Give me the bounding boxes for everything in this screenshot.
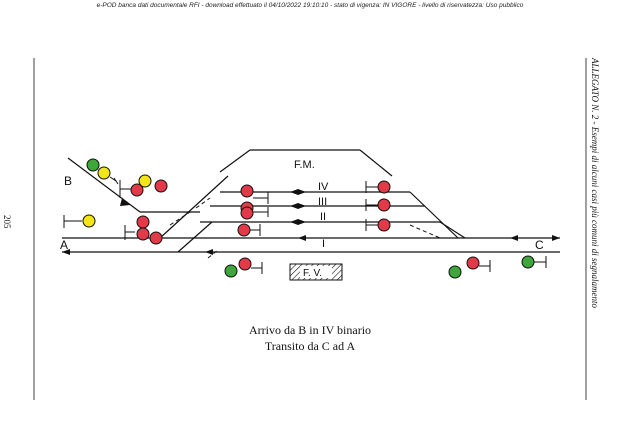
signal-b-home [119,174,168,198]
label-track-iii: III [318,196,327,208]
label-track-i: I [322,238,325,250]
diagonal-left-lower [177,221,213,253]
signal-a-home-cluster [124,215,163,245]
diagonal-left-upper [159,175,229,239]
label-station-b: B [64,174,72,188]
document-header: e-POD banca dati documentale RFI - downl… [96,2,524,9]
signal-lamp-green [448,265,462,279]
signal-bottom-left [224,257,263,278]
line-from-b [67,157,141,213]
signal-bottom-right [448,256,491,279]
caption-line-2: Transito da C ad A [265,339,356,353]
label-station-a: A [60,238,68,252]
label-station-c: C [535,238,544,252]
signal-lamp-red [377,180,391,194]
arrow-track-i-left-mid [205,249,213,255]
signal-lamp-red [237,223,251,237]
fv-building: F. V. [289,263,343,281]
signal-lamp-red [240,184,254,198]
signal-lamp-red [238,257,252,271]
signal-c-approach [521,255,547,269]
crossover-dashes [169,197,441,259]
label-track-ii: II [320,211,326,223]
fm-left-slope [219,149,251,173]
label-fm-building: F.M. [294,159,315,171]
signal-departure-right [365,180,391,232]
signal-a-approach [63,214,96,228]
signal-lamp-red [136,227,150,241]
signal-departure-left [237,184,269,237]
arrow-b-descending [120,198,130,206]
signal-lamp-green [224,264,238,278]
label-fv-building: F. V. [303,268,322,279]
signal-lamp-yellow [138,174,152,188]
label-track-iv: IV [318,181,329,193]
signal-lamp-green [521,255,535,269]
signal-lamp-red [154,179,168,193]
diagonal-right-upper [409,191,459,239]
signal-lamp-red [377,198,391,212]
signal-lamp-red [136,215,150,229]
signal-lamp-red [130,183,144,197]
signal-lamp-red [377,218,391,232]
signal-b-approach [86,158,119,185]
diagonal-right-lower [439,221,466,239]
signal-lamp-green [86,158,100,172]
mid-track-arrows [290,189,518,241]
arrow-track-i-left [62,249,70,255]
arrow-track-i-right [552,235,560,241]
caption-line-1: Arrivo da B in IV binario [249,323,371,337]
signal-lamp-red [466,256,480,270]
signal-lamp-yellow [97,166,111,180]
signal-lamp-yellow [82,214,96,228]
arrows-track-i [62,198,560,255]
signals [63,158,547,279]
fm-right-slope [359,149,393,177]
signal-lamp-red [149,231,163,245]
signal-lamp-red [240,206,254,220]
